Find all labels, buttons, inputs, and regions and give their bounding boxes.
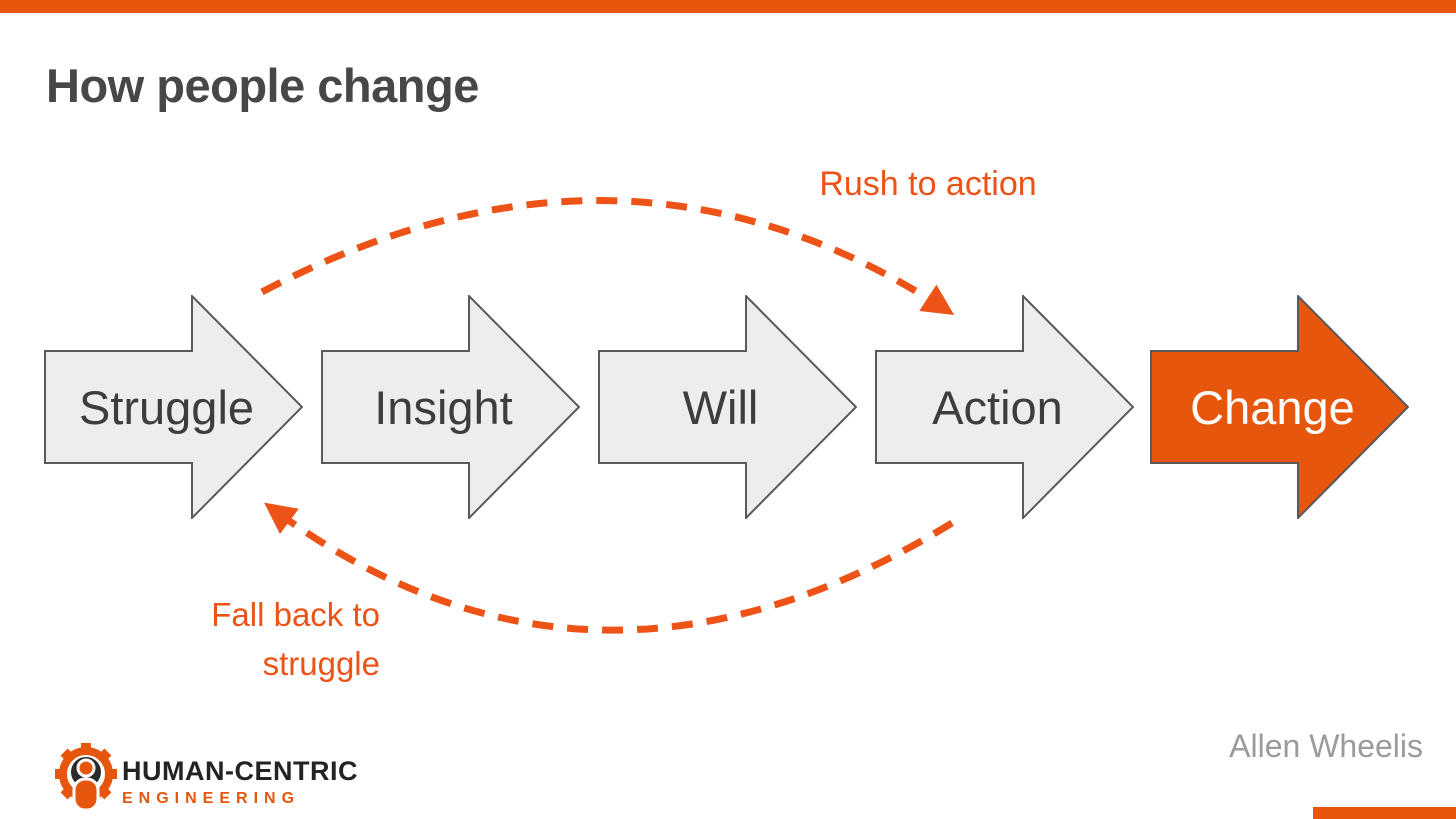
bottom-accent-bar xyxy=(1313,807,1456,819)
rush-to-action-label: Rush to action xyxy=(819,165,1037,203)
step-label-action: Action xyxy=(932,380,1063,434)
flow-step-change: Change xyxy=(1150,295,1409,519)
arrow-shape xyxy=(321,295,580,519)
flow-step-will: Will xyxy=(598,295,857,519)
fall-back-label-line1: Fall back to xyxy=(211,596,380,633)
step-label-will: Will xyxy=(682,380,759,434)
attribution-text: Allen Wheelis xyxy=(1229,728,1423,764)
arrow-shape xyxy=(1150,295,1409,519)
flow-step-insight: Insight xyxy=(321,295,580,519)
fall-back-label: Fall back to struggle xyxy=(76,590,380,688)
step-label-struggle: Struggle xyxy=(78,380,255,434)
flow-step-action: Action xyxy=(875,295,1134,519)
arrow-shape xyxy=(44,295,303,519)
flow-step-struggle: Struggle xyxy=(44,295,303,519)
page-title: How people change xyxy=(46,59,479,112)
gear-person-icon xyxy=(55,743,117,812)
arrow-shape xyxy=(875,295,1134,519)
fall-back-label-line2: struggle xyxy=(262,645,380,682)
logo-secondary-text: ENGINEERING xyxy=(122,790,301,807)
step-label-insight: Insight xyxy=(374,380,513,434)
arrow-shape xyxy=(598,295,857,519)
logo-primary-text: HUMAN-CENTRIC xyxy=(122,756,358,786)
step-label-change: Change xyxy=(1190,380,1355,434)
logo: HUMAN-CENTRIC ENGINEERING xyxy=(54,742,384,812)
top-accent-bar xyxy=(0,0,1456,13)
